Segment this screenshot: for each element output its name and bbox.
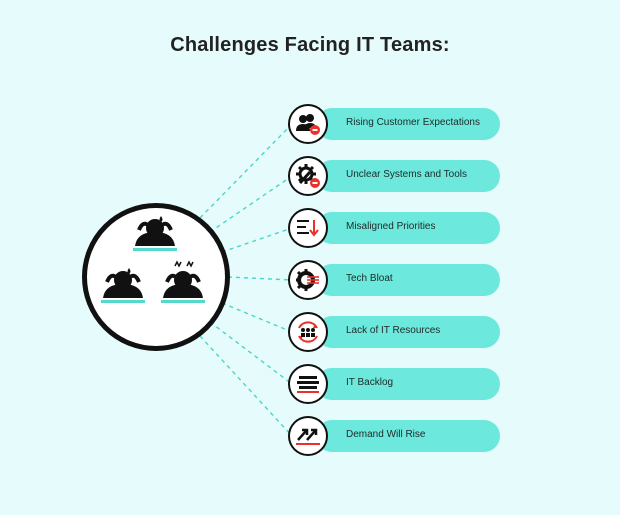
stressed-team-hub — [82, 203, 230, 351]
priority-list-icon — [288, 208, 328, 248]
challenge-label: Lack of IT Resources — [346, 325, 441, 336]
challenge-label: Misaligned Priorities — [346, 221, 436, 232]
page-title: Challenges Facing IT Teams: — [170, 34, 450, 56]
challenge-row-tech-bloat: Tech Bloat — [288, 260, 502, 300]
challenge-label: IT Backlog — [346, 377, 394, 388]
challenge-label: Tech Bloat — [346, 273, 393, 284]
challenge-row-lack-of-it-resources: Lack of IT Resources — [288, 312, 502, 352]
team-cycle-icon — [288, 312, 328, 352]
challenge-pill: IT Backlog — [316, 368, 500, 400]
challenge-row-demand-will-rise: Demand Will Rise — [288, 416, 502, 456]
gear-lines-icon — [288, 260, 328, 300]
users-warning-icon — [288, 104, 328, 144]
challenge-pill: Unclear Systems and Tools — [316, 160, 500, 192]
challenge-row-it-backlog: IT Backlog — [288, 364, 502, 404]
challenge-pill: Tech Bloat — [316, 264, 500, 296]
challenge-row-misaligned-priorities: Misaligned Priorities — [288, 208, 502, 248]
challenge-row-unclear-systems: Unclear Systems and Tools — [288, 156, 502, 196]
gear-wrench-icon — [288, 156, 328, 196]
challenge-pill: Lack of IT Resources — [316, 316, 500, 348]
challenge-pill: Demand Will Rise — [316, 420, 500, 452]
challenge-label: Unclear Systems and Tools — [346, 169, 467, 180]
challenge-pill: Rising Customer Expectations — [316, 108, 500, 140]
stacked-bars-icon — [288, 364, 328, 404]
stressed-people-icon — [101, 216, 205, 303]
challenge-label: Rising Customer Expectations — [346, 117, 480, 128]
rising-arrows-icon — [288, 416, 328, 456]
challenge-pill: Misaligned Priorities — [316, 212, 500, 244]
challenge-row-rising-customer-expectations: Rising Customer Expectations — [288, 104, 502, 144]
challenge-label: Demand Will Rise — [346, 429, 426, 440]
